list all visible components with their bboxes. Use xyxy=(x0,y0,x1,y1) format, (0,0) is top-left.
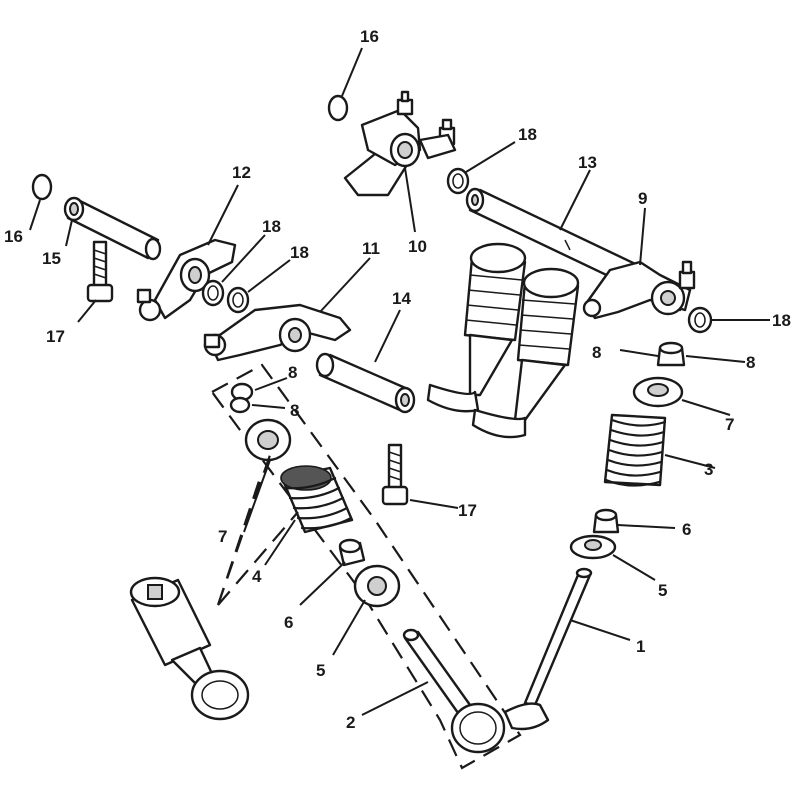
o-ring-16-right xyxy=(327,94,349,122)
seal-18-right xyxy=(687,306,713,334)
valve-cap-8-right xyxy=(656,341,686,367)
callout-3: 3 xyxy=(704,460,713,479)
callout-9: 9 xyxy=(638,189,647,208)
bolt-17-left xyxy=(86,240,114,303)
callout-11: 11 xyxy=(362,239,380,258)
spring-retainer-7-right xyxy=(632,376,684,408)
callout-labels: 16 16 18 10 13 9 18 8 8 7 3 6 5 1 12 15 … xyxy=(4,27,791,732)
callout-16-top: 16 xyxy=(360,27,379,46)
spring-retainer-7-left xyxy=(244,418,292,462)
valve-kit-dashed-outline xyxy=(210,363,522,770)
exhaust-valve-1 xyxy=(503,567,593,731)
valve-spring-3 xyxy=(603,413,667,487)
callout-13: 13 xyxy=(578,153,597,172)
callout-8-right-a: 8 xyxy=(592,343,601,362)
callout-17-center: 17 xyxy=(458,501,477,520)
callout-8-right-b: 8 xyxy=(746,353,755,372)
seal-18-top xyxy=(446,167,470,195)
callout-6-left: 6 xyxy=(284,613,293,632)
callout-2: 2 xyxy=(346,713,355,732)
callout-12: 12 xyxy=(232,163,251,182)
rocker-arm-11 xyxy=(203,303,352,362)
leader-lines xyxy=(29,47,770,716)
callout-4: 4 xyxy=(252,567,262,586)
callout-7-right: 7 xyxy=(725,415,734,434)
callout-15: 15 xyxy=(42,249,61,268)
callout-14: 14 xyxy=(392,289,411,308)
rocker-shaft-15 xyxy=(63,196,162,261)
spring-seat-5-left xyxy=(353,564,401,608)
seal-18-left-a xyxy=(201,279,225,307)
callout-18-right: 18 xyxy=(772,311,791,330)
tappet-valve-pair xyxy=(426,242,580,439)
callout-8-left-b: 8 xyxy=(290,401,299,420)
bolt-17-center xyxy=(381,443,409,506)
callout-17-left: 17 xyxy=(46,327,65,346)
loose-tappet-valve xyxy=(129,576,250,721)
valve-seal-6-right xyxy=(592,508,620,534)
rocker-arm-9 xyxy=(582,260,696,320)
seal-18-left-b xyxy=(226,286,250,314)
valve-spring-4 xyxy=(280,465,354,534)
valve-seal-6-left xyxy=(338,538,366,567)
callout-5-left: 5 xyxy=(316,661,325,680)
callout-10: 10 xyxy=(408,237,427,256)
o-ring-16-left xyxy=(31,173,53,201)
callout-7-left: 7 xyxy=(218,527,227,546)
rocker-support-10 xyxy=(343,90,457,197)
valve-keepers-8-left xyxy=(229,382,254,414)
callout-5-right: 5 xyxy=(658,581,667,600)
callout-18-left-a: 18 xyxy=(262,217,281,236)
rocker-arm-12 xyxy=(136,238,237,322)
callout-8-left-a: 8 xyxy=(288,363,297,382)
callout-18-top: 18 xyxy=(518,125,537,144)
callout-6-right: 6 xyxy=(682,520,691,539)
spring-seat-5-right xyxy=(569,534,617,560)
callout-18-left-b: 18 xyxy=(290,243,309,262)
callout-1: 1 xyxy=(636,637,645,656)
intake-valve-2 xyxy=(402,628,506,754)
callout-16-left: 16 xyxy=(4,227,23,246)
rocker-shaft-14 xyxy=(315,352,416,414)
